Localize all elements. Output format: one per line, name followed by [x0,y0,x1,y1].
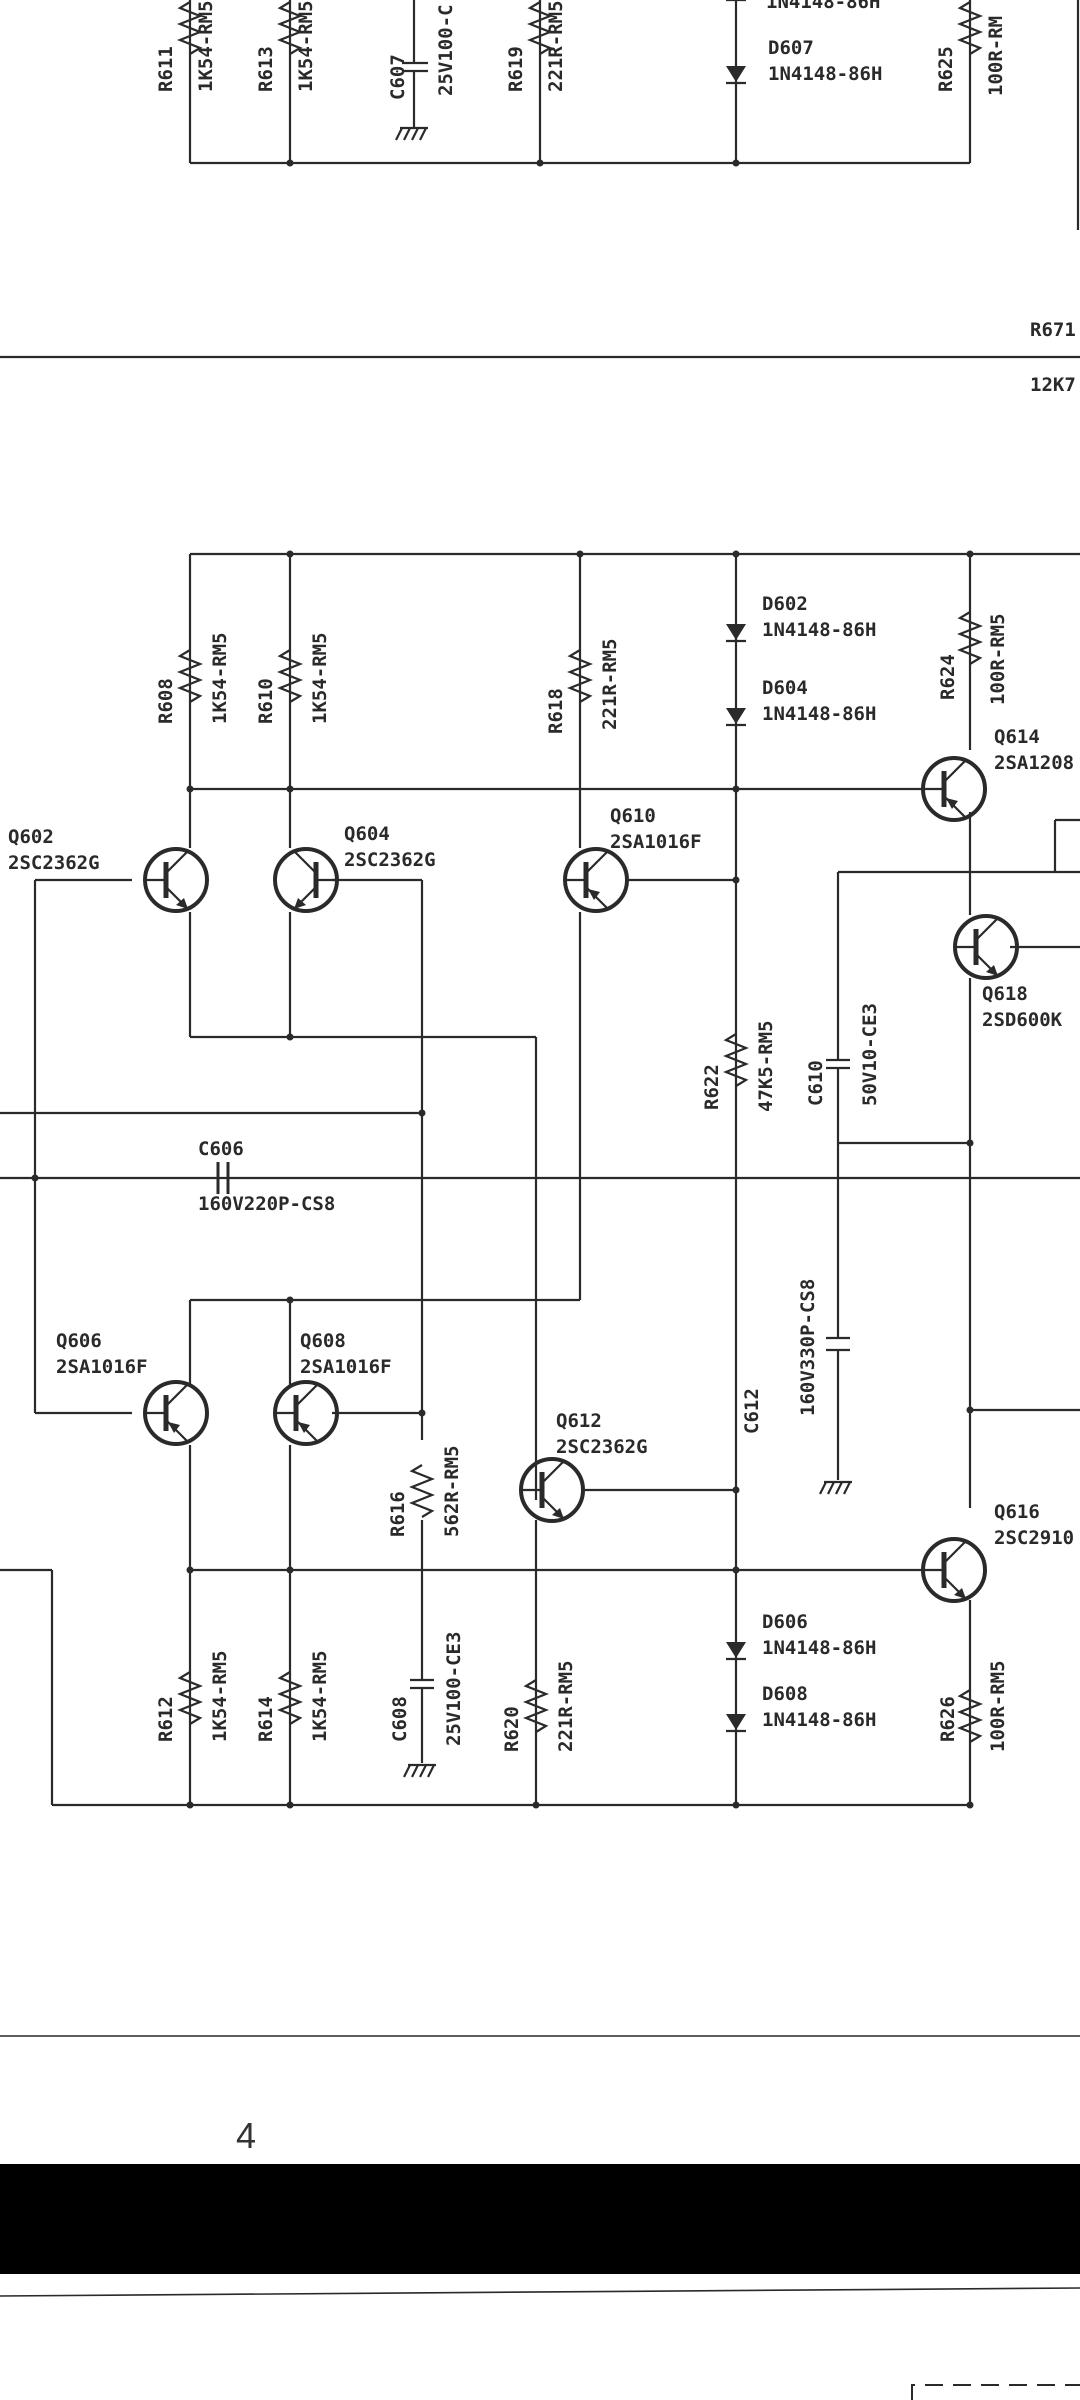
d604-ref: D604 [762,677,808,699]
d602-value: 1N4148-86H [762,619,876,641]
q612-symbol [521,1459,583,1521]
r608-value: 1K54-RM5 [209,632,231,724]
r610-value: 1K54-RM5 [309,632,331,724]
q602-value: 2SC2362G [8,852,100,874]
r611-value: 1K54-RM5 [195,0,217,92]
diode-symbols [726,624,746,1733]
top-section: R611 1K54-RM5 R613 1K54-RM5 C607 25V100-… [0,0,1080,396]
q604-ref: Q604 [344,823,390,845]
r611-ref: R611 [155,46,177,92]
r624-value: 100R-RM5 [987,613,1009,705]
c610-ref: C610 [805,1060,827,1106]
r614-ref: R614 [255,1696,277,1742]
r619-value: 221R-RM5 [545,0,567,92]
q602-ref: Q602 [8,826,54,848]
q606-ref: Q606 [56,1330,102,1352]
q618-symbol [955,916,1017,978]
r624-ref: R624 [937,654,959,700]
q608-symbol [275,1382,337,1444]
r614-value: 1K54-RM5 [309,1650,331,1742]
r610-ref: R610 [255,678,277,724]
c606-value: 160V220P-CS8 [198,1193,335,1215]
c607-value: 25V100-C [435,4,457,96]
q608-ref: Q608 [300,1330,346,1352]
r613-value: 1K54-RM5 [295,0,317,92]
c606-ref: C606 [198,1138,244,1160]
r608-ref: R608 [155,678,177,724]
r618-value: 221R-RM5 [599,638,621,730]
q612-value: 2SC2362G [556,1436,648,1458]
black-bar [0,2164,1080,2274]
r612-value: 1K54-RM5 [209,1650,231,1742]
d607-ref: D607 [768,37,814,59]
r622-value: 47K5-RM5 [755,1020,777,1112]
q618-value: 2SD600K [982,1009,1063,1031]
r619-ref: R619 [505,46,527,92]
r625-ref: R625 [935,46,957,92]
r625-value: 100R-RM [985,16,1007,96]
r622-ref: R622 [701,1064,723,1110]
main-wiring [0,550,1080,1809]
resistor-symbols [177,611,983,1743]
q610-symbol [565,849,627,911]
dashed-border [911,2384,1080,2400]
d602-ref: D602 [762,593,808,615]
r626-ref: R626 [937,1696,959,1742]
c610-value: 50V10-CE3 [859,1003,881,1106]
r620-ref: R620 [501,1706,523,1752]
d606-ref: D606 [762,1611,808,1633]
q604-symbol [275,849,337,911]
q614-symbol [923,758,985,820]
q604-value: 2SC2362G [344,849,436,871]
q618-ref: Q618 [982,983,1028,1005]
d608-value: 1N4148-86H [762,1709,876,1731]
c608-ref: C608 [389,1696,411,1742]
r626-value: 100R-RM5 [987,1660,1009,1752]
q610-value: 2SA1016F [610,831,702,853]
d604-value: 1N4148-86H [762,703,876,725]
d606-value: 1N4148-86H [762,1637,876,1659]
q614-ref: Q614 [994,726,1040,748]
r613-ref: R613 [255,46,277,92]
page-number: 4 [236,2115,256,2156]
c607-ref: C607 [387,54,409,100]
q616-ref: Q616 [994,1501,1040,1523]
q614-value: 2SA1208 [994,752,1074,774]
q602-symbol [145,849,207,911]
q612-ref: Q612 [556,1410,602,1432]
r671-ref: R671 [1030,319,1076,341]
r616-ref: R616 [387,1491,409,1537]
d608-ref: D608 [762,1683,808,1705]
r616-value: 562R-RM5 [441,1445,463,1537]
diode-top-value: 1N4148-86H [766,0,880,13]
q608-value: 2SA1016F [300,1356,392,1378]
r612-ref: R612 [155,1696,177,1742]
q610-ref: Q610 [610,805,656,827]
c612-value: 160V330P-CS8 [797,1279,819,1416]
r671-value: 12K7 [1030,374,1076,396]
component-labels: Q602 2SC2362G Q604 2SC2362G Q610 2SA1016… [8,593,1074,1752]
d607-value: 1N4148-86H [768,63,882,85]
q606-value: 2SA1016F [56,1356,148,1378]
page-footer: 4 [0,2035,1080,2400]
c608-value: 25V100-CE3 [443,1632,465,1746]
r618-ref: R618 [545,688,567,734]
r620-value: 221R-RM5 [555,1660,577,1752]
q616-value: 2SC2910 [994,1527,1074,1549]
c612-ref: C612 [741,1388,763,1434]
q606-symbol [145,1382,207,1444]
q616-symbol [923,1539,985,1601]
